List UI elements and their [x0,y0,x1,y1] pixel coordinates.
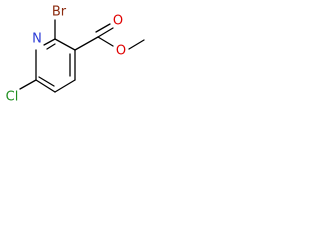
bond-carbonyl-o-double-2 [95,23,111,33]
bond-c5-cl [19,79,37,90]
bond-c2-c3-single [54,38,76,51]
chlorine-label: Cl [6,90,19,105]
ester-oxygen-label: O [116,44,126,59]
bond-c5-c6-inner [38,76,55,87]
bond-c5-c6 [35,79,56,93]
bond-n-c2-inner [46,43,56,50]
bond-carbonyl-o-double-1 [97,27,114,38]
bond-c3-carbonyl [74,36,99,51]
carbonyl-oxygen-label: O [113,14,123,29]
bond-ester-o-methyl [128,39,145,50]
bond-carbonyl-ester-o [97,36,114,47]
bond-n-c2 [43,38,56,46]
bond-c4-c5 [54,79,76,93]
molecule-diagram: N Br Cl O O [6,5,145,105]
bromine-label: Br [52,5,67,20]
nitrogen-label: N [32,32,42,47]
